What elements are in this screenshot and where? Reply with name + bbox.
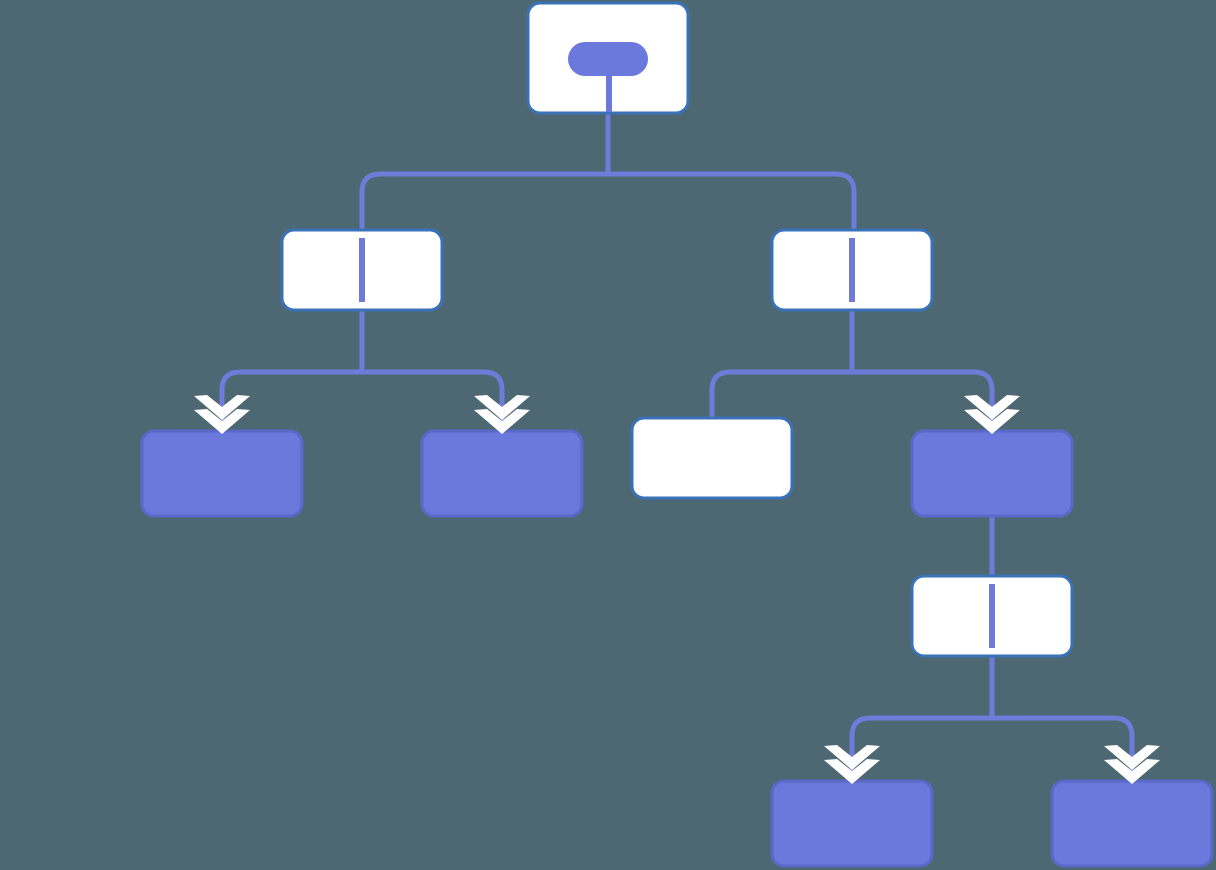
pill-stem-icon [606, 76, 612, 112]
chevron-upper-icon [824, 745, 880, 770]
chevron-lower-icon [824, 759, 880, 784]
chevron-lower-icon [1104, 759, 1160, 784]
double-chevron-down-icon [1104, 745, 1160, 784]
arrowhead-layer [194, 395, 1160, 784]
chevron-lower-icon [964, 409, 1020, 434]
double-chevron-down-icon [824, 745, 880, 784]
chevron-upper-icon [474, 395, 530, 420]
plain-node-3-body[interactable] [630, 416, 794, 500]
double-chevron-down-icon [194, 395, 250, 434]
leaf-node-5[interactable] [770, 779, 934, 868]
edge-layer [219, 112, 1135, 782]
leaf-node-5-body[interactable] [770, 779, 934, 868]
double-chevron-down-icon [474, 395, 530, 434]
sub-branch-node[interactable] [910, 574, 1074, 658]
double-chevron-down-icon [964, 395, 1020, 434]
root-node[interactable] [526, 1, 690, 115]
edge-root-split [359, 112, 857, 230]
pill-shape-icon [568, 42, 648, 76]
chevron-lower-icon [474, 409, 530, 434]
chevron-upper-icon [964, 395, 1020, 420]
branch-node-left[interactable] [280, 228, 444, 312]
leaf-node-1-body[interactable] [140, 429, 304, 518]
inner-connector-line [989, 584, 995, 648]
plain-node-3[interactable] [630, 416, 794, 500]
inner-connector-line [359, 238, 365, 302]
chevron-upper-icon [1104, 745, 1160, 770]
branch-node-4-body[interactable] [910, 429, 1074, 518]
chevron-lower-icon [194, 409, 250, 434]
chevron-upper-icon [194, 395, 250, 420]
leaf-node-2-body[interactable] [420, 429, 584, 518]
leaf-node-6[interactable] [1050, 779, 1214, 868]
leaf-node-2[interactable] [420, 429, 584, 518]
edge-left-split [219, 310, 505, 432]
branch-node-right[interactable] [770, 228, 934, 312]
inner-connector-line [849, 238, 855, 302]
node-layer [140, 1, 1214, 868]
edge-sub-branch-split [849, 656, 1135, 782]
branch-node-4[interactable] [910, 429, 1074, 518]
leaf-node-1[interactable] [140, 429, 304, 518]
edge-right-split [709, 310, 995, 432]
leaf-node-6-body[interactable] [1050, 779, 1214, 868]
